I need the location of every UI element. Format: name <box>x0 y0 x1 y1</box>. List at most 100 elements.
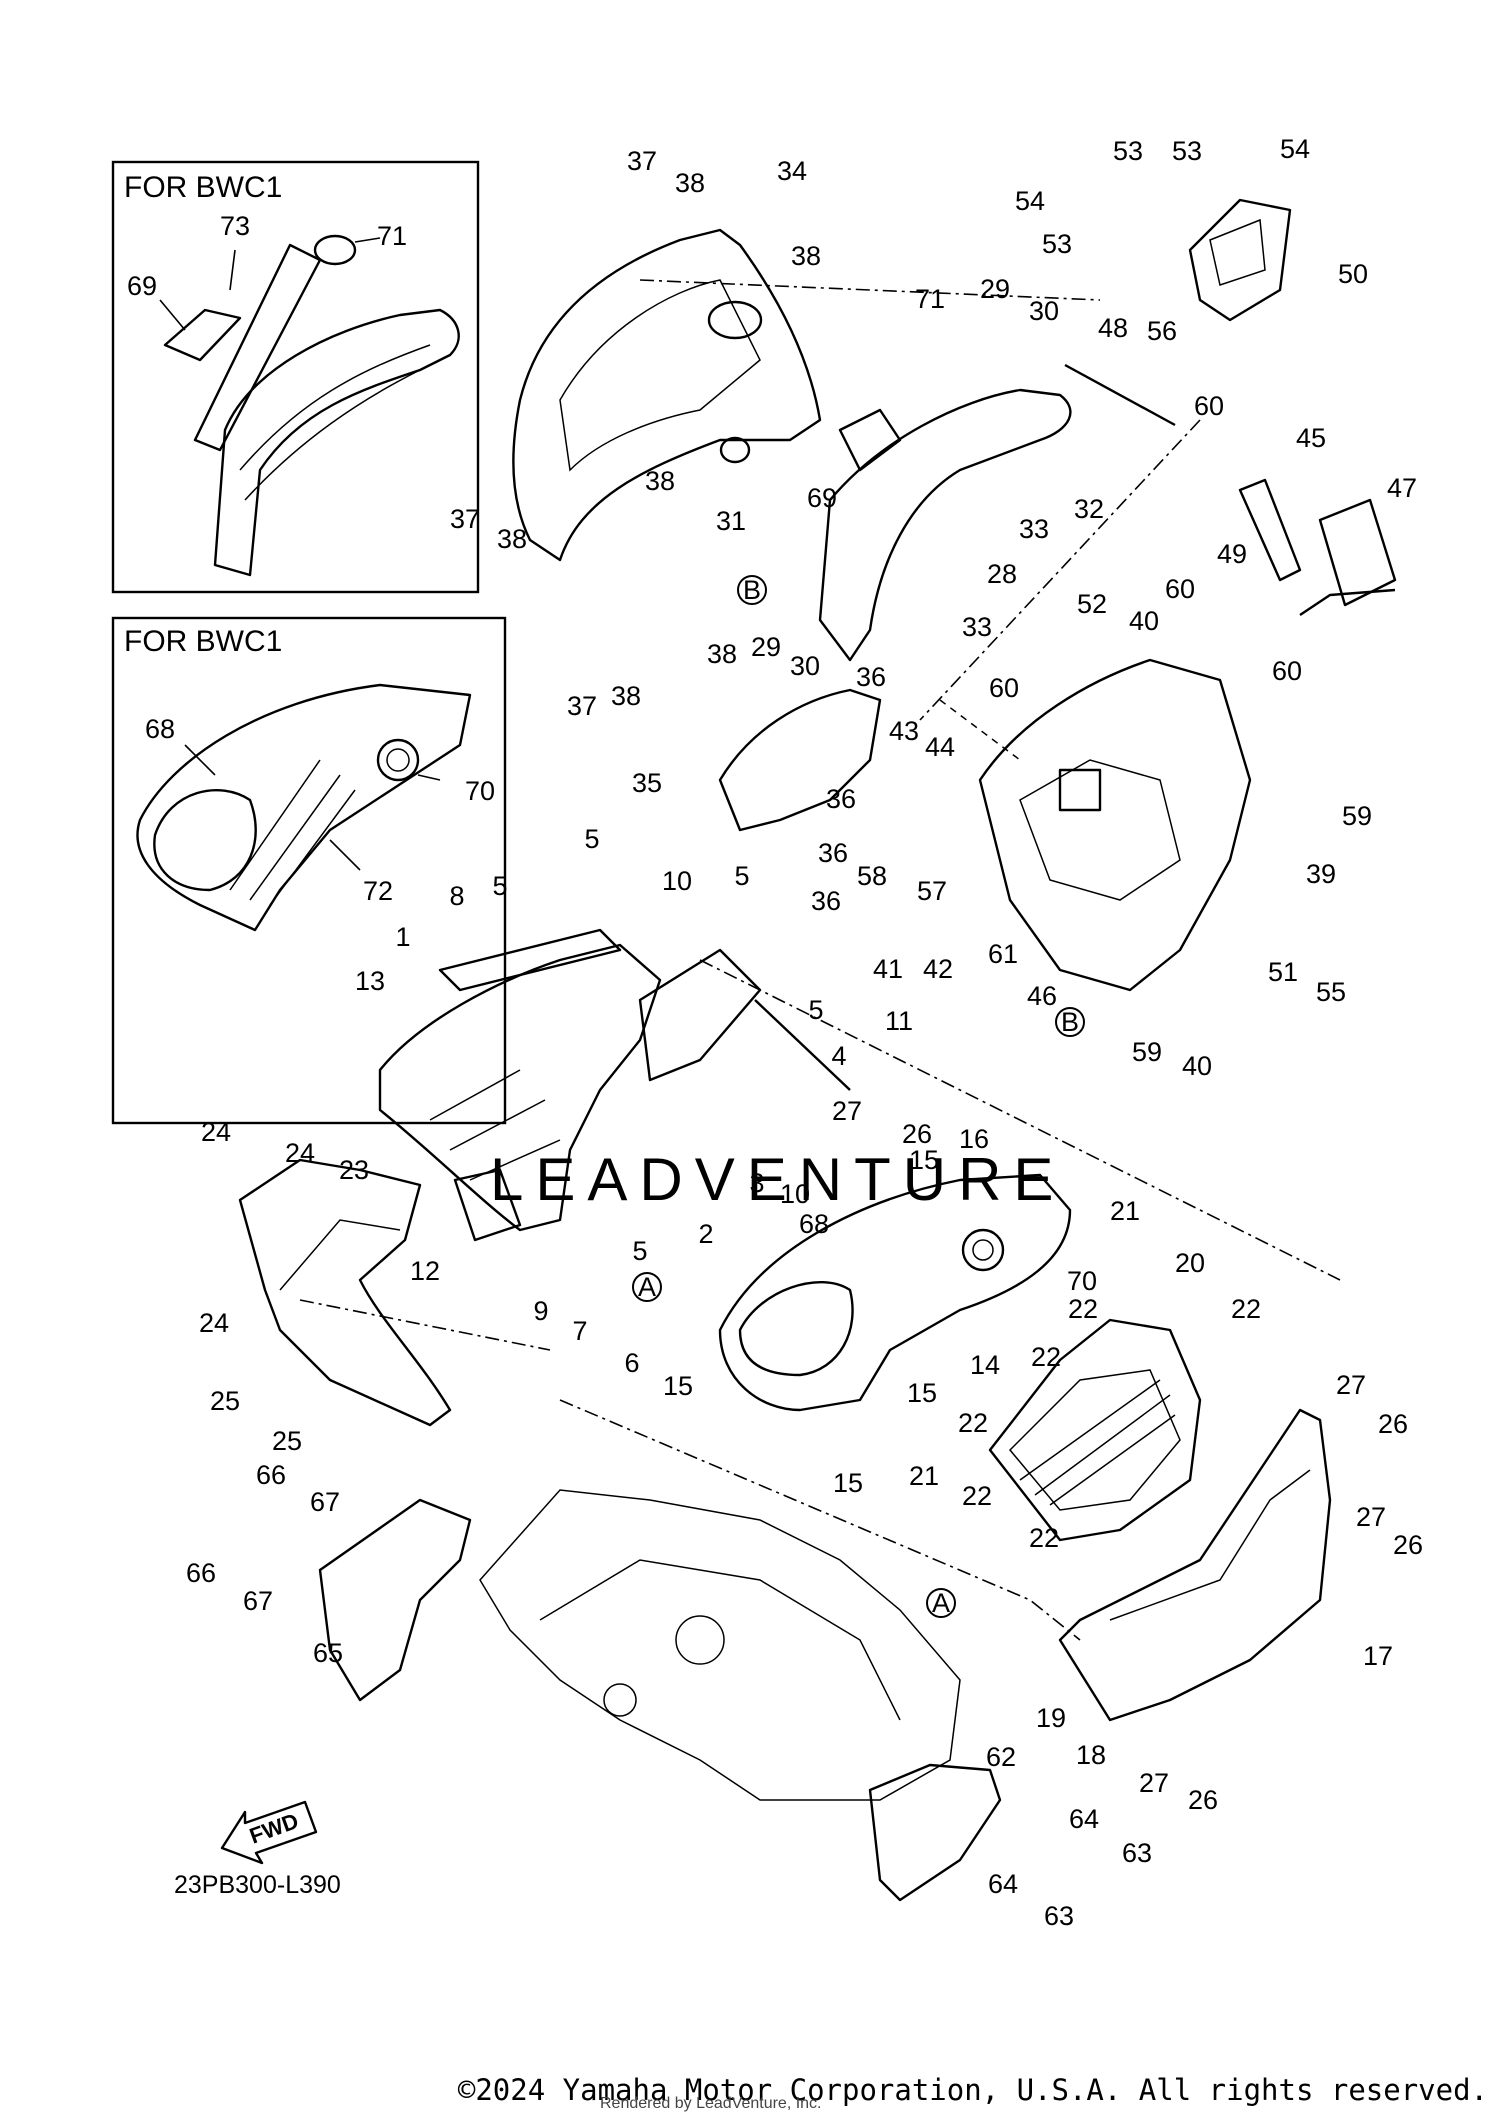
callout-21: 21 <box>909 1461 939 1491</box>
callout-23: 23 <box>339 1155 369 1185</box>
callout-24: 24 <box>199 1308 229 1338</box>
callout-50: 50 <box>1338 259 1368 289</box>
callout-27: 27 <box>1139 1768 1169 1798</box>
callout-12: 12 <box>410 1256 440 1286</box>
callout-30: 30 <box>1029 296 1059 326</box>
part-inner-panel-1 <box>378 943 662 1232</box>
callout-55: 55 <box>1316 977 1346 1007</box>
svg-text:B: B <box>1061 1007 1079 1037</box>
callout-60: 60 <box>1272 656 1302 686</box>
callout-68: 68 <box>145 714 175 744</box>
inset-box-1: FOR BWC1 <box>111 160 480 594</box>
callout-53: 53 <box>1172 136 1202 166</box>
part-side-panel-28 <box>818 388 1072 662</box>
callout-22: 22 <box>1068 1294 1098 1324</box>
part-side-cover-23 <box>238 1158 452 1427</box>
callout-13: 13 <box>355 966 385 996</box>
callout-67: 67 <box>310 1487 340 1517</box>
callout-38: 38 <box>611 681 641 711</box>
callout-9: 9 <box>533 1296 548 1326</box>
callout-33: 33 <box>962 612 992 642</box>
part-bracket-50 <box>1188 198 1292 322</box>
callout-71: 71 <box>915 284 945 314</box>
callout-22: 22 <box>1031 1342 1061 1372</box>
callout-59: 59 <box>1342 801 1372 831</box>
callout-36: 36 <box>811 886 841 916</box>
callout-64: 64 <box>1069 1804 1099 1834</box>
callout-6: 6 <box>624 1348 639 1378</box>
part-bracket-65 <box>318 1498 472 1702</box>
callout-1: 1 <box>395 922 410 952</box>
part-bracket-47 <box>1318 498 1397 607</box>
svg-text:A: A <box>638 1272 656 1302</box>
callout-29: 29 <box>980 274 1010 304</box>
callout-5: 5 <box>492 871 507 901</box>
part-stay-39 <box>978 658 1252 992</box>
callout-22: 22 <box>958 1408 988 1438</box>
callout-54: 54 <box>1280 134 1310 164</box>
callout-60: 60 <box>1194 391 1224 421</box>
callout-34: 34 <box>777 156 807 186</box>
part-bracket-62 <box>868 1763 1002 1902</box>
callout-38: 38 <box>791 241 821 271</box>
callout-5: 5 <box>584 824 599 854</box>
callout-54: 54 <box>1015 186 1045 216</box>
callout-27: 27 <box>1336 1370 1366 1400</box>
callout-58: 58 <box>857 861 887 891</box>
callout-37: 37 <box>450 504 480 534</box>
callout-66: 66 <box>186 1558 216 1588</box>
callout-37: 37 <box>567 691 597 721</box>
callout-18: 18 <box>1076 1740 1106 1770</box>
copyright-notice: ©2024 Yamaha Motor Corporation, U.S.A. A… <box>457 2073 1488 2107</box>
svg-text:B: B <box>743 575 761 605</box>
part-bracket-45 <box>1238 478 1302 582</box>
callout-38: 38 <box>675 168 705 198</box>
callout-25: 25 <box>210 1386 240 1416</box>
callout-33: 33 <box>1019 514 1049 544</box>
callout-65: 65 <box>313 1638 343 1668</box>
callout-42: 42 <box>923 954 953 984</box>
callout-40: 40 <box>1129 606 1159 636</box>
rendered-by-credit: Rendered by LeadVenture, Inc. <box>600 2095 822 2112</box>
callout-70: 70 <box>1067 1266 1097 1296</box>
callout-63: 63 <box>1122 1838 1152 1868</box>
svg-text:A: A <box>932 1588 950 1618</box>
callout-8: 8 <box>449 881 464 911</box>
callout-62: 62 <box>986 1742 1016 1772</box>
callout-36: 36 <box>826 784 856 814</box>
callout-61: 61 <box>988 939 1018 969</box>
callout-68: 68 <box>799 1209 829 1239</box>
callout-41: 41 <box>873 954 903 984</box>
callout-45: 45 <box>1296 423 1326 453</box>
callout-5: 5 <box>632 1236 647 1266</box>
callout-48: 48 <box>1098 313 1128 343</box>
callout-11: 11 <box>885 1006 913 1036</box>
callout-32: 32 <box>1074 494 1104 524</box>
callout-38: 38 <box>497 524 527 554</box>
callout-28: 28 <box>987 559 1017 589</box>
callout-22: 22 <box>962 1481 992 1511</box>
callout-69: 69 <box>127 271 157 301</box>
circle-marker-b-lower: B <box>1055 1007 1085 1037</box>
callout-46: 46 <box>1027 981 1057 1011</box>
callout-5: 5 <box>734 861 749 891</box>
part-bracket-35 <box>718 688 882 832</box>
callout-10: 10 <box>780 1179 810 1209</box>
callout-59: 59 <box>1132 1037 1162 1067</box>
callout-24: 24 <box>285 1138 315 1168</box>
callout-60: 60 <box>1165 574 1195 604</box>
callout-49: 49 <box>1217 539 1247 569</box>
callout-47: 47 <box>1387 473 1417 503</box>
callout-24: 24 <box>201 1117 231 1147</box>
callout-22: 22 <box>1231 1294 1261 1324</box>
callout-26: 26 <box>1188 1785 1218 1815</box>
callout-27: 27 <box>1356 1502 1386 1532</box>
callout-20: 20 <box>1175 1248 1205 1278</box>
callout-15: 15 <box>907 1378 937 1408</box>
callout-73: 73 <box>220 211 250 241</box>
callout-5: 5 <box>808 995 823 1025</box>
part-side-panel-14 <box>718 1173 1072 1412</box>
callout-72: 72 <box>363 876 393 906</box>
